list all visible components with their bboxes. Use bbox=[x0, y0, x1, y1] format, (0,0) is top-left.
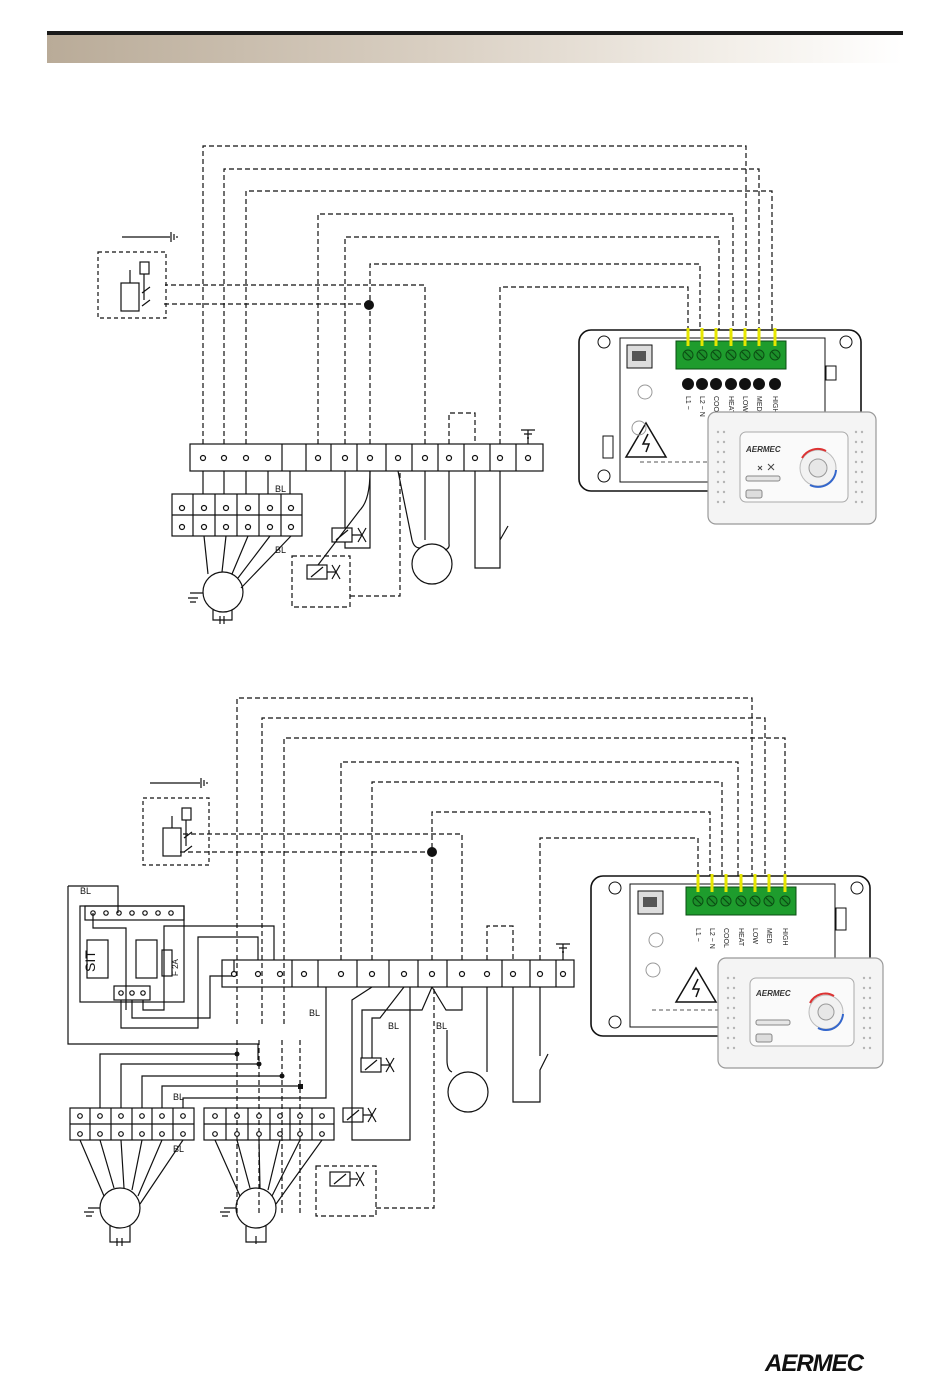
terminal-label-high: HIGH bbox=[771, 396, 778, 414]
wire-label-bl: BL bbox=[173, 1092, 184, 1102]
thermostat-panel-2: AERMEC bbox=[718, 958, 883, 1068]
wire-label-bl: BL bbox=[275, 484, 286, 494]
terminal-label-l2n: L2 ~ N bbox=[698, 396, 705, 417]
terminal-label-l1: L1 ~ bbox=[694, 928, 701, 942]
wire-label-bl: BL bbox=[173, 1144, 184, 1154]
junction-dot bbox=[364, 300, 374, 310]
panel-brand-text: AERMEC bbox=[755, 989, 791, 998]
terminal-label-med: MED bbox=[755, 396, 762, 412]
wire-label-bl: BL bbox=[80, 886, 91, 896]
terminal-label-high: HIGH bbox=[781, 928, 788, 946]
fuse-label: F 2A bbox=[171, 958, 180, 976]
sit-module-label: SIT bbox=[82, 950, 98, 972]
terminal-label-med: MED bbox=[765, 928, 772, 944]
terminal-label-heat: HEAT bbox=[737, 928, 744, 947]
terminal-label-cool: COOL bbox=[722, 928, 729, 948]
panel-brand-text: AERMEC bbox=[745, 445, 781, 454]
terminal-label-low: LOW bbox=[741, 396, 748, 412]
wire-label-bl: BL bbox=[388, 1021, 399, 1031]
terminal-label-low: LOW bbox=[751, 928, 758, 944]
terminal-label-l1: L1 ~ bbox=[684, 396, 691, 410]
terminal-label-l2n: L2 ~ N bbox=[708, 928, 715, 949]
wire-label-bl: BL bbox=[275, 545, 286, 555]
wire-label-bl: BL bbox=[436, 1021, 447, 1031]
aermec-logo: AERMEC bbox=[765, 1350, 863, 1378]
wire-label-bl: BL bbox=[309, 1008, 320, 1018]
thermostat-panel-1: AERMEC bbox=[708, 412, 876, 524]
